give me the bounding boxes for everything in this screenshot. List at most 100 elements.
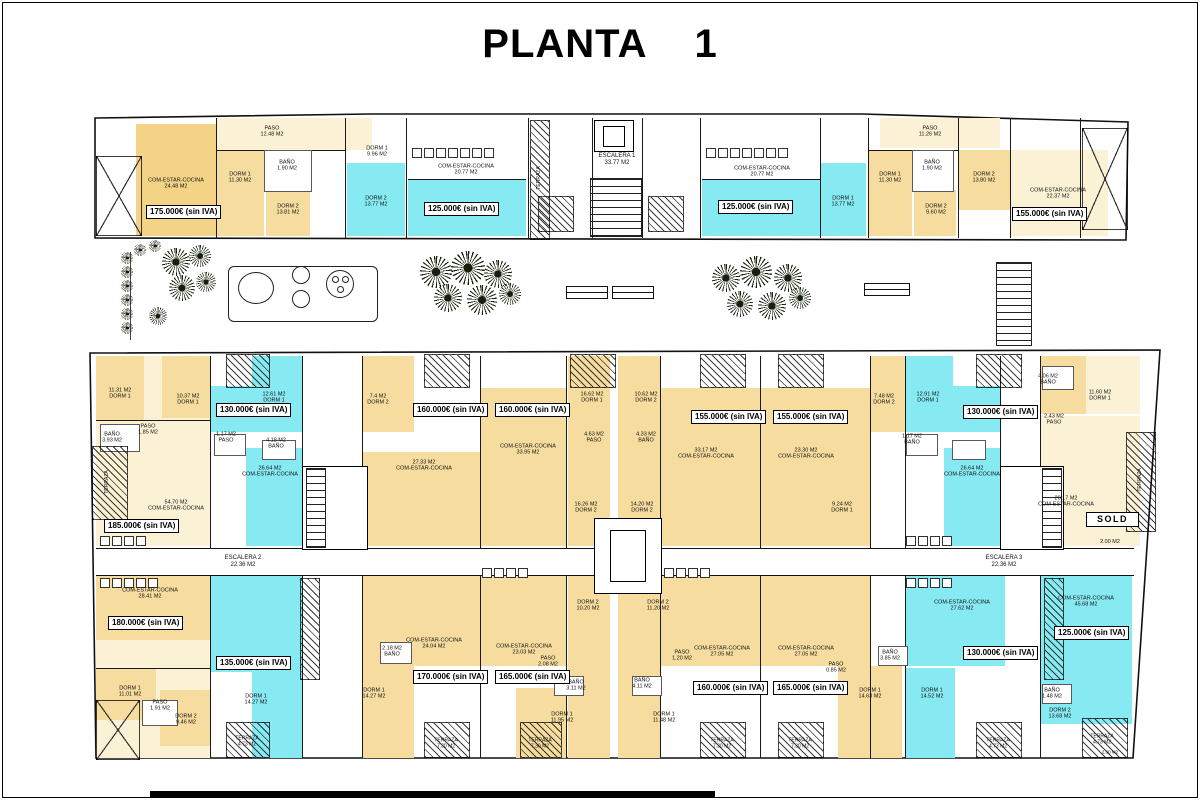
appliance-icons	[100, 578, 158, 588]
appliance-icon	[112, 578, 122, 588]
wall	[480, 576, 481, 758]
room-label: DORM 1 13.77 M2	[831, 195, 855, 208]
room-label: 12.91 M2 DORM 1	[916, 391, 940, 404]
wall	[528, 118, 529, 238]
appliance-icon	[494, 568, 504, 578]
appliance-icon	[930, 578, 940, 588]
appliance-icon	[754, 148, 764, 158]
room-label: COM-ESTAR-COCINA 27.05 M2	[778, 645, 834, 658]
room-label: DORM 1 14.27 M2	[362, 687, 386, 700]
price-badge: 175.000€ (sin IVA)	[146, 205, 222, 219]
room	[142, 700, 178, 726]
wall	[362, 576, 363, 758]
appliance-icon	[918, 578, 928, 588]
appliance-icon	[482, 568, 492, 578]
unit-region	[347, 163, 405, 236]
appliance-icon	[664, 568, 674, 578]
unit-region	[216, 150, 264, 236]
garden-table-icon	[337, 286, 344, 293]
price-badge: 155.000€ (sin IVA)	[773, 410, 849, 424]
room-label: TERRAZA 7.30 M2	[788, 737, 812, 749]
room-label: ESCALERA 1 33.77 M2	[598, 153, 636, 166]
terrace-hatch	[778, 354, 824, 388]
price-badge: SOLD	[1086, 512, 1140, 527]
shrub-icon	[169, 275, 195, 301]
wall	[408, 179, 526, 180]
room	[906, 434, 938, 456]
room	[262, 440, 296, 460]
room-label: 16.62 M2 DORM 1	[580, 391, 604, 404]
appliance-icon	[100, 536, 110, 546]
appliance-icon	[942, 578, 952, 588]
appliance-icon	[742, 148, 752, 158]
plant-icon	[121, 294, 133, 306]
bench	[612, 286, 654, 299]
room-label: TERRAZA	[104, 470, 111, 494]
wall	[1080, 118, 1081, 238]
room-label: COM-ESTAR-COCINA 23.03 M2	[496, 643, 552, 656]
wall	[642, 118, 643, 238]
room-label: DORM 1 11.95 M2	[550, 711, 574, 724]
terrace-hatch	[700, 354, 746, 388]
wall	[660, 356, 661, 548]
room-label: PASO 11.26 M2	[918, 125, 942, 138]
terrace-hatch	[424, 354, 470, 388]
room-label: DORM 1 9.96 M2	[366, 145, 388, 158]
room-label: TERRAZA 7.30 M2	[710, 737, 734, 749]
terrace-x	[1082, 128, 1128, 230]
room-label: COM-ESTAR-COCINA 20.77 M2	[734, 165, 790, 178]
room	[632, 676, 662, 696]
garden-table-icon	[342, 276, 349, 283]
stair-treads	[306, 468, 326, 548]
unit-region	[868, 150, 912, 236]
unit-region	[905, 356, 953, 432]
shrub-icon	[434, 284, 462, 312]
room-label: BAÑO 1.48 M2	[1042, 687, 1062, 700]
price-badge: 130.000€ (sin IVA)	[963, 405, 1039, 419]
room-label: TERRAZA 4.73 M2	[235, 735, 259, 747]
room-label: TERRAZA 4.73 M2	[1090, 733, 1114, 745]
room-label: 2.43 M2 PASO	[1044, 413, 1064, 426]
wall	[868, 118, 869, 238]
unit-region	[362, 666, 414, 758]
wall	[566, 576, 567, 758]
plant-icon	[149, 240, 161, 252]
appliance-icon	[112, 536, 122, 546]
room	[214, 434, 246, 456]
terrace-hatch	[700, 722, 746, 758]
appliance-icon	[718, 148, 728, 158]
unit-region	[246, 448, 302, 546]
room-label: 27.33 M2 COM-ESTAR-COCINA	[396, 459, 452, 472]
room-label: COM-ESTAR-COCINA 24.48 M2	[148, 177, 204, 190]
appliance-icon	[676, 568, 686, 578]
appliance-icon	[448, 148, 458, 158]
price-badge: 160.000€ (sin IVA)	[413, 403, 489, 417]
terrace-hatch	[976, 722, 1022, 758]
room-label: 54.70 M2 COM-ESTAR-COCINA	[148, 499, 204, 512]
room-label: 26.64 M2 COM-ESTAR-COCINA	[242, 465, 298, 478]
room	[912, 150, 954, 192]
room-label: TERRAZA	[1137, 468, 1144, 492]
wall	[760, 356, 761, 548]
appliance-icon	[700, 568, 710, 578]
room-label: PASO 1.91 M2	[150, 699, 170, 712]
unit-region	[480, 576, 566, 666]
wall	[216, 118, 217, 238]
shrub-icon	[420, 256, 452, 288]
appliance-icon	[930, 536, 940, 546]
room-label: TERRAZA 7.30 M2	[434, 737, 458, 749]
wall	[566, 356, 567, 548]
elevator-icon	[609, 530, 647, 582]
room-label: 4.33 M2 BAÑO	[636, 431, 656, 444]
appliance-icon	[148, 578, 158, 588]
appliance-icon	[100, 578, 110, 588]
room-label: 7.4 M2 DORM 2	[367, 393, 389, 406]
wall	[480, 356, 481, 548]
wall	[702, 179, 820, 180]
room-label: 33.17 M2 COM-ESTAR-COCINA	[678, 447, 734, 460]
appliance-icons	[906, 536, 952, 546]
room-label: 1.17 M2 BAÑO	[902, 433, 922, 446]
room-label: DORM 2 10.20 M2	[576, 599, 600, 612]
wall	[905, 576, 906, 758]
room-label: PASO 1.20 M2	[672, 649, 692, 662]
